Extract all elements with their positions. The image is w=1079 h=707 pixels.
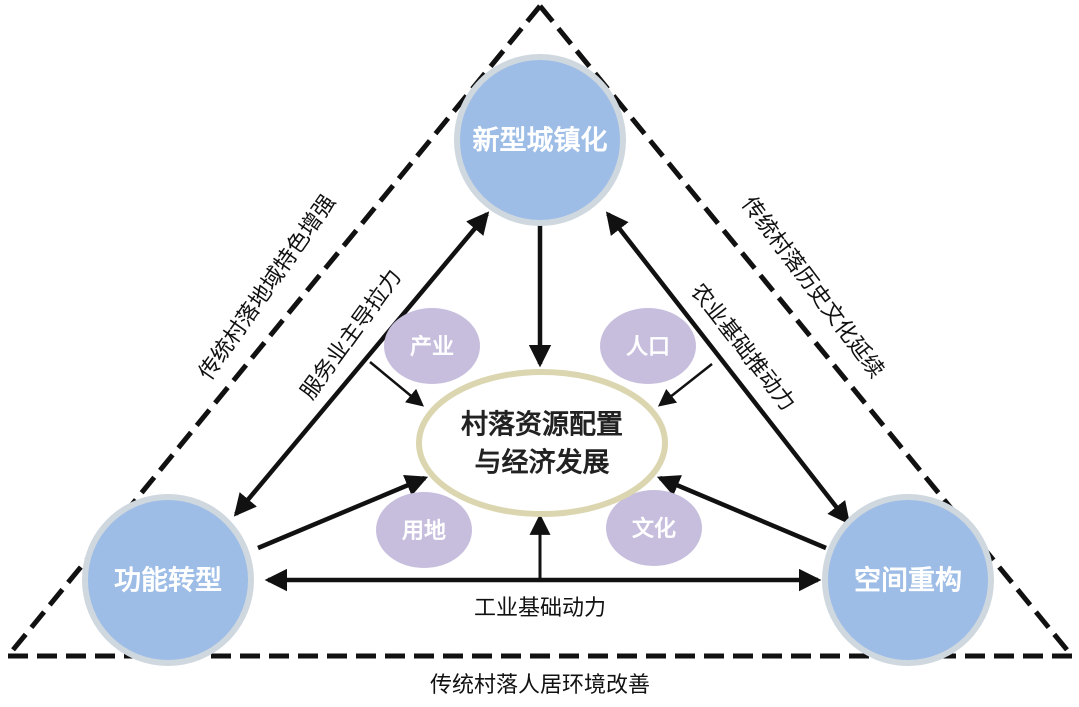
arrow-left-center bbox=[257, 475, 429, 551]
factor-culture: 文化 bbox=[606, 490, 702, 566]
node-top-label: 新型城镇化 bbox=[473, 125, 608, 157]
arrow-right-center bbox=[656, 475, 827, 551]
node-left-label: 功能转型 bbox=[114, 565, 222, 597]
factor-population-label: 人口 bbox=[626, 335, 670, 360]
center-ellipse bbox=[416, 369, 668, 517]
factor-culture-label: 文化 bbox=[632, 516, 676, 542]
node-right-label: 空间重构 bbox=[854, 565, 962, 597]
arrows bbox=[233, 211, 851, 592]
node-right: 空间重构 bbox=[822, 494, 994, 666]
factor-population-ellipse bbox=[600, 308, 696, 384]
center-label-line2: 与经济发展 bbox=[475, 447, 610, 479]
arrow-population-center bbox=[657, 363, 713, 407]
arrow-top-right bbox=[605, 211, 851, 525]
node-top: 新型城镇化 bbox=[454, 54, 626, 226]
factor-industry: 产业 bbox=[384, 308, 480, 384]
node-top-circle bbox=[454, 54, 626, 226]
node-right-circle bbox=[822, 494, 994, 666]
factor-industry-ellipse bbox=[384, 308, 480, 384]
factor-land-label: 用地 bbox=[402, 519, 446, 544]
triangle-label-bottom: 传统村落人居环境改善 bbox=[430, 673, 650, 698]
node-left: 功能转型 bbox=[82, 494, 254, 666]
node-left-circle bbox=[82, 494, 254, 666]
triangle-label-left: 传统村落地域特色增强 bbox=[194, 190, 341, 385]
arrow-top-left bbox=[233, 211, 490, 517]
factor-industry-label: 产业 bbox=[410, 335, 454, 360]
factor-land: 用地 bbox=[376, 492, 472, 568]
factor-culture-ellipse bbox=[606, 490, 702, 566]
factor-land-ellipse bbox=[376, 492, 472, 568]
edge-label-bottom: 工业基础动力 bbox=[474, 596, 606, 621]
arrow-industry-center bbox=[369, 361, 425, 407]
factor-population: 人口 bbox=[600, 308, 696, 384]
center-label-line1: 村落资源配置 bbox=[461, 410, 623, 441]
center-node: 村落资源配置 与经济发展 bbox=[416, 369, 668, 517]
